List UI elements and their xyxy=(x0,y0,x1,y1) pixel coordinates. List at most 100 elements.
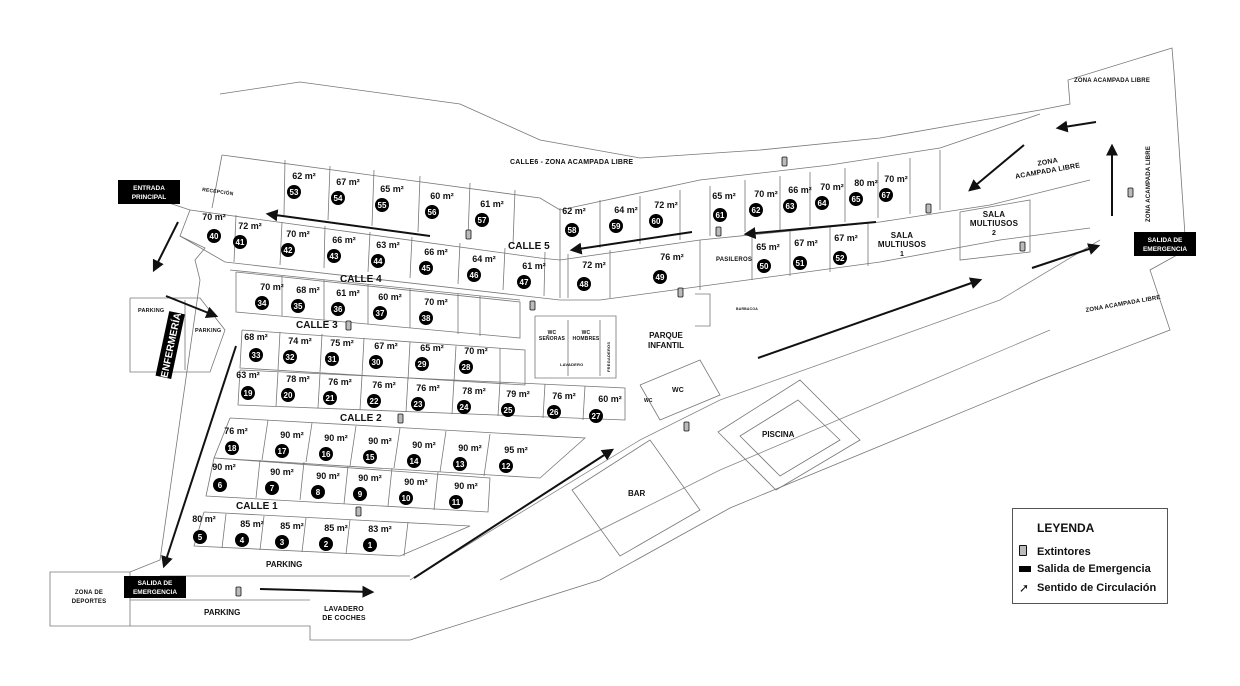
plot-marker xyxy=(281,243,295,257)
plot-number: 22 xyxy=(370,397,379,406)
extinguisher-icon xyxy=(683,421,690,432)
plot-number: 53 xyxy=(290,188,299,197)
plot-3[interactable]: 85 m²3 xyxy=(275,521,304,549)
plot-number: 56 xyxy=(428,208,437,217)
plot-5[interactable]: 80 m²5 xyxy=(192,514,216,544)
plot-marker xyxy=(331,302,345,316)
plot-1[interactable]: 83 m²1 xyxy=(363,524,392,552)
plot-6[interactable]: 90 m²6 xyxy=(212,462,236,492)
pasileros-label: PASILEROS xyxy=(716,257,752,263)
plot-area: 85 m² xyxy=(240,519,264,529)
plot-4[interactable]: 85 m²4 xyxy=(235,519,264,547)
plot-2[interactable]: 85 m²2 xyxy=(319,523,348,551)
plot-area: 76 m² xyxy=(660,252,684,262)
plot-9[interactable]: 90 m²9 xyxy=(353,473,382,501)
plot-area: 70 m² xyxy=(424,297,448,307)
direction-arrow-icon: ➚ xyxy=(1019,581,1030,595)
direction-arrow-icon xyxy=(413,448,615,579)
plot-marker xyxy=(757,259,771,273)
plot-number: 37 xyxy=(376,309,385,318)
direction-arrow-icon xyxy=(165,295,219,319)
plot-number: 44 xyxy=(374,257,383,266)
plot-49[interactable]: 76 m² 49 xyxy=(653,252,684,284)
plot-marker xyxy=(501,403,515,417)
sala1-label-2: MULTIUSOS xyxy=(878,240,927,249)
plot-8[interactable]: 90 m²8 xyxy=(311,471,340,499)
plot-area: 63 m² xyxy=(236,370,260,380)
parking-left-label: PARKING xyxy=(138,308,164,314)
enfermeria-label: ENFERMERÍA xyxy=(157,311,183,378)
plot-number: 1 xyxy=(368,541,373,550)
plots-layer: 83 m²1 85 m²2 85 m²3 85 m²4 80 m²5 90 m²6 90 m… xyxy=(192,171,908,552)
plot-marker xyxy=(363,538,377,552)
plot-marker xyxy=(327,249,341,263)
plot-marker xyxy=(517,275,531,289)
plot-area: 70 m² xyxy=(202,212,226,222)
plot-7[interactable]: 90 m²7 xyxy=(265,467,294,495)
plot-marker xyxy=(287,185,301,199)
plot-number: 15 xyxy=(366,453,375,462)
plot-number: 49 xyxy=(656,273,665,282)
extinguisher-icon xyxy=(529,300,536,311)
plot-number: 42 xyxy=(284,246,293,255)
extinguisher-icon xyxy=(465,229,472,240)
plot-number: 18 xyxy=(228,444,237,453)
plot-area: 90 m² xyxy=(454,481,478,491)
